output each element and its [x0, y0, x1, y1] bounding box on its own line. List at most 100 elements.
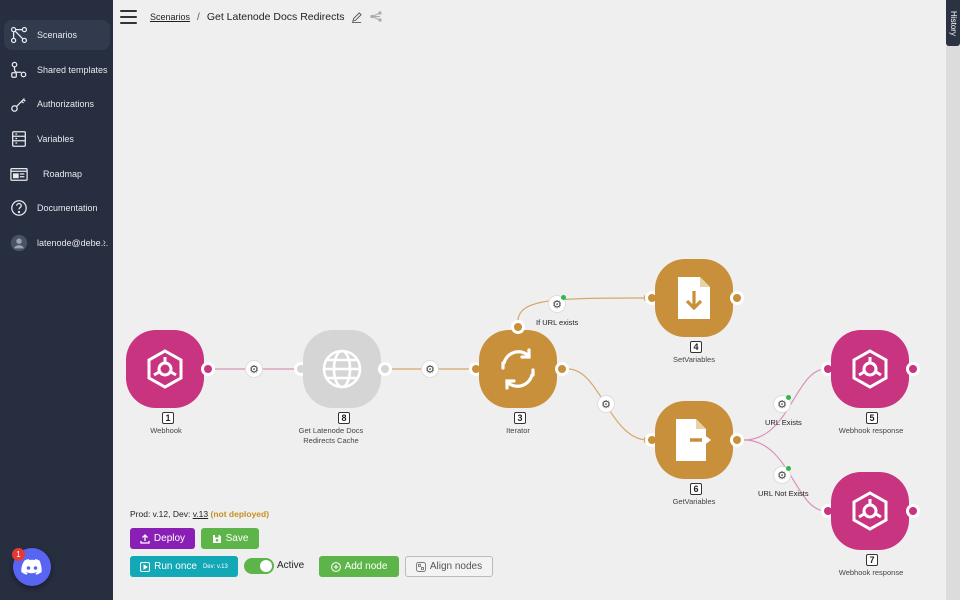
node-number: 8 — [338, 412, 350, 424]
sidebar-item-authorizations[interactable]: Authorizations — [4, 89, 110, 119]
route-settings-gear-icon[interactable]: ⚙ — [421, 360, 439, 378]
webhook-icon — [852, 349, 888, 389]
version-status: Prod: v.12, Dev: v.13 (not deployed) — [130, 509, 269, 519]
node-number: 4 — [690, 341, 702, 353]
plus-circle-icon — [330, 561, 341, 572]
breadcrumb: Scenarios / Get Latenode Docs Redirects — [150, 11, 362, 23]
node-iterator[interactable] — [479, 330, 557, 408]
webhook-icon — [147, 349, 183, 389]
save-icon — [212, 534, 221, 543]
notification-badge: 1 — [12, 548, 25, 561]
filter-gear-icon[interactable]: ⚙ — [773, 466, 791, 484]
node-number: 7 — [866, 554, 878, 566]
output-port[interactable] — [906, 504, 920, 518]
output-port[interactable] — [201, 362, 215, 376]
sidebar-item-label: Documentation — [37, 203, 98, 213]
key-icon — [8, 93, 30, 115]
output-port[interactable] — [906, 362, 920, 376]
breadcrumb-separator: / — [197, 11, 200, 23]
active-label: Active — [277, 560, 305, 571]
dev-version-link[interactable]: v.13 — [192, 509, 209, 519]
output-port[interactable] — [555, 362, 569, 376]
run-once-version: Dev: v.13 — [202, 563, 228, 570]
output-port-top[interactable] — [511, 320, 525, 334]
sidebar-item-scenarios[interactable]: Scenarios — [4, 20, 110, 50]
align-icon — [415, 561, 426, 572]
node-label: Webhook — [150, 426, 182, 435]
menu-toggle-button[interactable] — [120, 10, 137, 24]
deploy-button[interactable]: Deploy — [130, 528, 195, 549]
sidebar-item-label: latenode@debe... — [37, 238, 109, 248]
route-settings-gear-icon[interactable]: ⚙ — [245, 360, 263, 378]
output-port[interactable] — [378, 362, 392, 376]
node-webhook-response[interactable] — [831, 472, 909, 550]
globe-icon — [322, 349, 362, 389]
page-title: Get Latenode Docs Redirects — [206, 11, 345, 23]
add-node-button[interactable]: Add node — [319, 556, 399, 577]
node-set-variables[interactable] — [655, 259, 733, 337]
breadcrumb-scenarios-link[interactable]: Scenarios — [150, 12, 191, 22]
run-once-label: Run once — [154, 561, 197, 572]
node-get-variables[interactable] — [655, 401, 733, 479]
not-deployed-label: (not deployed) — [210, 509, 270, 519]
export-file-icon — [676, 419, 711, 461]
active-toggle[interactable] — [244, 558, 274, 574]
node-webhook-response[interactable] — [831, 330, 909, 408]
edge-label-url-not-exists: URL Not Exists — [758, 489, 809, 498]
variables-icon — [8, 128, 30, 150]
chevron-right-icon: › — [102, 237, 106, 248]
deploy-label: Deploy — [153, 533, 186, 544]
history-button[interactable]: History — [946, 0, 960, 46]
version-prefix: Prod: v.12, Dev: — [130, 509, 193, 519]
node-number: 1 — [162, 412, 174, 424]
node-label: Iterator — [506, 426, 530, 435]
iterator-icon — [501, 348, 535, 390]
align-nodes-button[interactable]: Align nodes — [405, 556, 493, 577]
sidebar-item-variables[interactable]: Variables — [4, 124, 110, 154]
filter-gear-icon[interactable]: ⚙ — [548, 295, 566, 313]
help-icon — [8, 197, 30, 219]
sidebar-item-label: Variables — [37, 134, 74, 144]
sidebar-item-shared-templates[interactable]: Shared templates — [4, 55, 110, 85]
node-get-latenode-docs-redirects-cache[interactable] — [303, 330, 381, 408]
node-label: Get Latenode Docs Redirects Cache — [298, 426, 364, 445]
history-panel-edge — [946, 0, 960, 600]
sidebar-item-label: Shared templates — [37, 65, 108, 75]
node-label: Webhook response — [838, 568, 904, 577]
align-nodes-label: Align nodes — [429, 561, 483, 572]
sidebar-item-label: Authorizations — [37, 99, 95, 109]
history-label: History — [948, 10, 958, 36]
edge-label-if-url-exists: If URL exists — [536, 318, 579, 327]
webhook-icon — [852, 491, 888, 531]
sidebar-item-roadmap[interactable]: Roadmap — [4, 159, 110, 189]
sidebar: Scenarios Shared templates Authorization… — [0, 0, 113, 600]
upload-icon — [140, 533, 150, 544]
download-file-icon — [678, 277, 710, 319]
discord-icon — [21, 559, 42, 575]
edge-label-url-exists: URL Exists — [765, 418, 802, 427]
scenarios-icon — [8, 24, 30, 46]
node-webhook[interactable] — [126, 330, 204, 408]
output-port[interactable] — [730, 433, 744, 447]
save-label: Save — [225, 533, 249, 544]
add-node-label: Add node — [344, 561, 388, 572]
sidebar-item-label: Roadmap — [43, 169, 83, 179]
play-icon — [140, 561, 151, 572]
node-label: SetVariables — [673, 355, 715, 364]
shared-templates-icon — [8, 59, 30, 81]
sidebar-item-documentation[interactable]: Documentation — [4, 193, 110, 223]
filter-gear-icon[interactable]: ⚙ — [773, 395, 791, 413]
user-avatar-icon — [8, 232, 30, 254]
roadmap-icon — [8, 163, 30, 185]
route-settings-gear-icon[interactable]: ⚙ — [597, 395, 615, 413]
pencil-icon[interactable] — [351, 11, 362, 23]
run-once-button[interactable]: Run once Dev: v.13 — [130, 556, 238, 577]
output-port[interactable] — [730, 291, 744, 305]
node-label: Webhook response — [838, 426, 904, 435]
node-number: 6 — [690, 483, 702, 495]
node-number: 5 — [866, 412, 878, 424]
node-label: GetVariables — [672, 497, 716, 506]
save-button[interactable]: Save — [201, 528, 259, 549]
share-icon[interactable] — [370, 11, 382, 22]
sidebar-item-account[interactable]: latenode@debe... › — [4, 228, 110, 258]
